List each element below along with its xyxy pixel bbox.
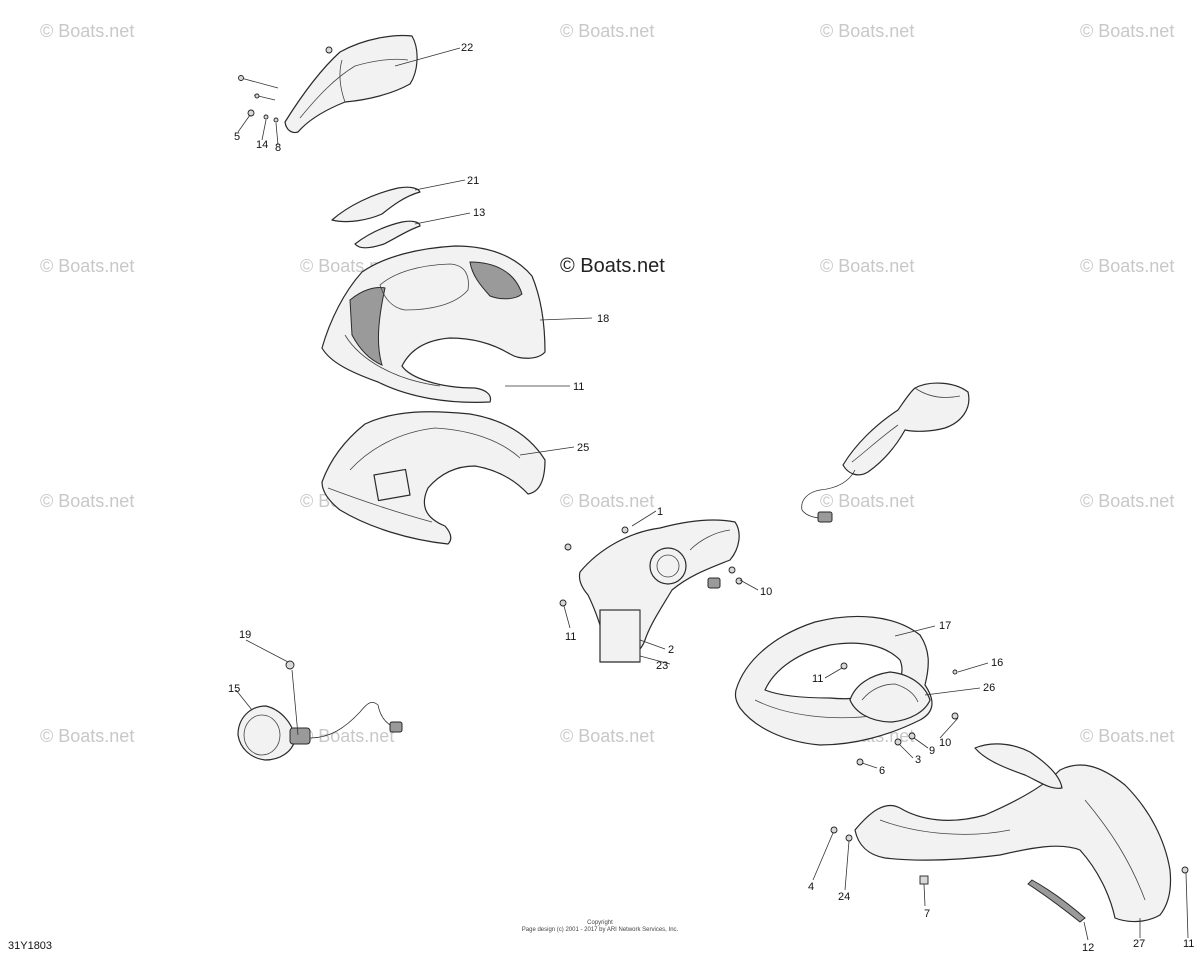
- watermark: © Boats.net: [820, 21, 914, 41]
- fasteners-bottom-right: [830, 826, 1189, 885]
- part-27-side-cover[interactable]: [854, 743, 1172, 923]
- callout-7[interactable]: 7: [924, 908, 930, 920]
- callout-21[interactable]: 21: [467, 175, 479, 187]
- callout-4[interactable]: 4: [808, 881, 814, 893]
- callout-19[interactable]: 19: [239, 629, 251, 641]
- watermark: © Boats.net: [40, 491, 134, 511]
- part-15-headlight[interactable]: [237, 660, 403, 761]
- part-26-inner-tray[interactable]: [849, 671, 931, 723]
- watermark: © Boats.net: [1080, 256, 1174, 276]
- callout-2[interactable]: 2: [668, 644, 674, 656]
- callout-5[interactable]: 5: [234, 131, 240, 143]
- watermark: © Boats.net: [40, 256, 134, 276]
- watermark: © Boats.net: [1080, 491, 1174, 511]
- callout-11[interactable]: 11: [812, 673, 823, 685]
- callout-labels: 22 5 14 8 21 13 18 11 25 1 10 11 2 23 17…: [228, 42, 1194, 954]
- part-12-trim-strip[interactable]: [1027, 879, 1086, 923]
- callout-11[interactable]: 11: [1183, 938, 1194, 950]
- callout-12[interactable]: 12: [1082, 942, 1094, 954]
- watermark: © Boats.net: [560, 491, 654, 511]
- callout-3[interactable]: 3: [915, 754, 921, 766]
- callout-9[interactable]: 9: [929, 745, 935, 757]
- callout-8[interactable]: 8: [275, 142, 281, 154]
- drawing-code: 31Y1803: [8, 940, 52, 952]
- callout-10[interactable]: 10: [760, 586, 772, 598]
- callout-11[interactable]: 11: [573, 381, 584, 393]
- watermark-prominent: © Boats.net: [560, 255, 665, 277]
- callout-22[interactable]: 22: [461, 42, 473, 54]
- callout-6[interactable]: 6: [879, 765, 885, 777]
- callout-16[interactable]: 16: [991, 657, 1003, 669]
- watermark-grid: © Boats.net © Boats.net © Boats.net © Bo…: [40, 21, 1174, 746]
- callout-11[interactable]: 11: [565, 631, 576, 643]
- watermark: © Boats.net: [40, 21, 134, 41]
- callout-27[interactable]: 27: [1133, 938, 1145, 950]
- fasteners-center: [559, 526, 743, 607]
- part-21-decal[interactable]: [331, 186, 421, 223]
- watermark: © Boats.net: [40, 726, 134, 746]
- part-25-lower-panel[interactable]: [321, 411, 546, 545]
- callout-14[interactable]: 14: [256, 139, 268, 151]
- watermark: © Boats.net: [1080, 726, 1174, 746]
- callout-23[interactable]: 23: [656, 660, 668, 672]
- leader-lines: [235, 47, 1189, 941]
- watermark: © Boats.net: [300, 726, 394, 746]
- watermark: © Boats.net: [1080, 21, 1174, 41]
- side-mirror[interactable]: [801, 382, 970, 523]
- callout-13[interactable]: 13: [473, 207, 485, 219]
- part-18-dashboard-shroud[interactable]: [321, 245, 546, 403]
- fastener-group-top: [238, 46, 333, 123]
- watermark: © Boats.net: [560, 726, 654, 746]
- callout-26[interactable]: 26: [983, 682, 995, 694]
- callout-17[interactable]: 17: [939, 620, 951, 632]
- callout-18[interactable]: 18: [597, 313, 609, 325]
- callout-15[interactable]: 15: [228, 683, 240, 695]
- part-13-decal[interactable]: [354, 220, 421, 249]
- callout-10[interactable]: 10: [939, 737, 951, 749]
- copyright-line-1: Copyright: [587, 920, 613, 926]
- callout-25[interactable]: 25: [577, 442, 589, 454]
- fasteners-lower-right: [840, 662, 959, 766]
- part-22-handle-cover[interactable]: [284, 34, 418, 134]
- watermark: © Boats.net: [560, 21, 654, 41]
- watermark: © Boats.net: [820, 256, 914, 276]
- copyright-line-2: Page design (c) 2001 - 2017 by ARI Netwo…: [522, 927, 679, 933]
- callout-1[interactable]: 1: [657, 506, 663, 518]
- part-2-gauge-bracket[interactable]: [578, 519, 740, 663]
- watermark: © Boats.net: [820, 491, 914, 511]
- callout-24[interactable]: 24: [838, 891, 850, 903]
